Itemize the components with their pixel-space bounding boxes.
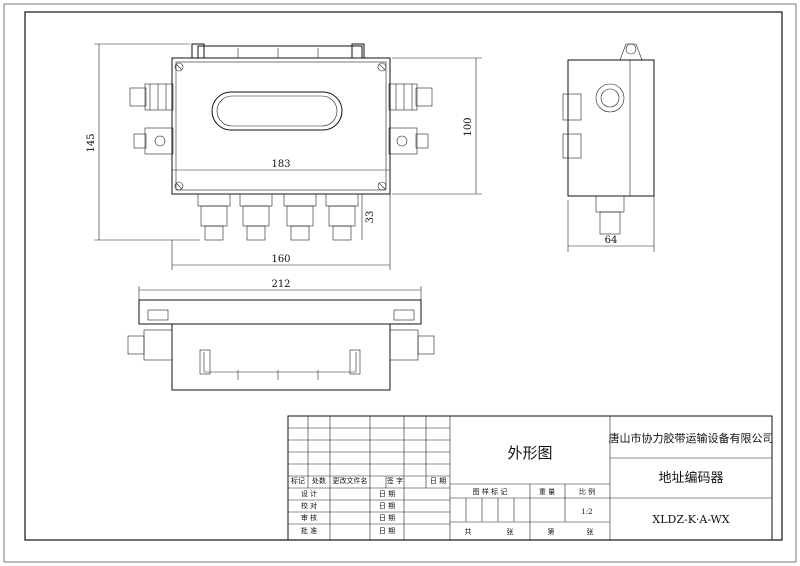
role-check: 校 对	[301, 501, 317, 510]
date-check: 日 期	[379, 502, 395, 510]
dim-top-height-left: 145	[86, 133, 97, 152]
front-view	[127, 286, 435, 391]
weight-label: 重 量	[539, 488, 555, 496]
sheet-no-label: 第	[548, 527, 555, 536]
sheet-unit-label-2: 张	[587, 527, 594, 536]
sheet-unit-label: 张	[507, 527, 514, 536]
rev-header-date: 日 期	[430, 477, 446, 485]
date-design: 日 期	[379, 490, 395, 498]
rev-header-mark: 标记	[291, 476, 305, 485]
outer-frame	[3, 3, 797, 563]
dim-front-width: 212	[271, 279, 290, 290]
inner-frame	[24, 11, 783, 541]
dim-gland-offset: 33	[365, 211, 376, 224]
role-design: 设 计	[301, 489, 317, 498]
scale-label: 比 例	[579, 487, 595, 496]
rev-header-file: 更改文件名	[333, 476, 368, 485]
top-view	[94, 43, 482, 270]
drawing-number: XLDZ-K·A-WX	[652, 513, 729, 526]
company-name: 唐山市协力胶带运输设备有限公司	[609, 431, 774, 445]
rev-header-count: 处数	[312, 476, 326, 485]
side-view	[562, 43, 655, 252]
dim-bottom-span: 160	[271, 254, 290, 265]
view-name: 外形图	[507, 444, 552, 462]
total-sheets-label: 共	[465, 527, 472, 536]
dim-side-depth: 64	[605, 235, 618, 246]
title-block	[287, 415, 773, 541]
stage-label: 图 样 标 记	[473, 487, 508, 496]
date-approve: 日 期	[379, 527, 395, 535]
role-review: 审 核	[301, 513, 317, 522]
dim-top-height-right: 100	[463, 117, 474, 136]
date-review: 日 期	[379, 514, 395, 522]
rev-header-sign: 签 字	[387, 476, 403, 485]
dim-top-width: 183	[271, 159, 290, 170]
product-name: 地址编码器	[658, 471, 723, 486]
role-approve: 批 准	[301, 526, 317, 535]
scale-value: 1:2	[581, 508, 592, 516]
